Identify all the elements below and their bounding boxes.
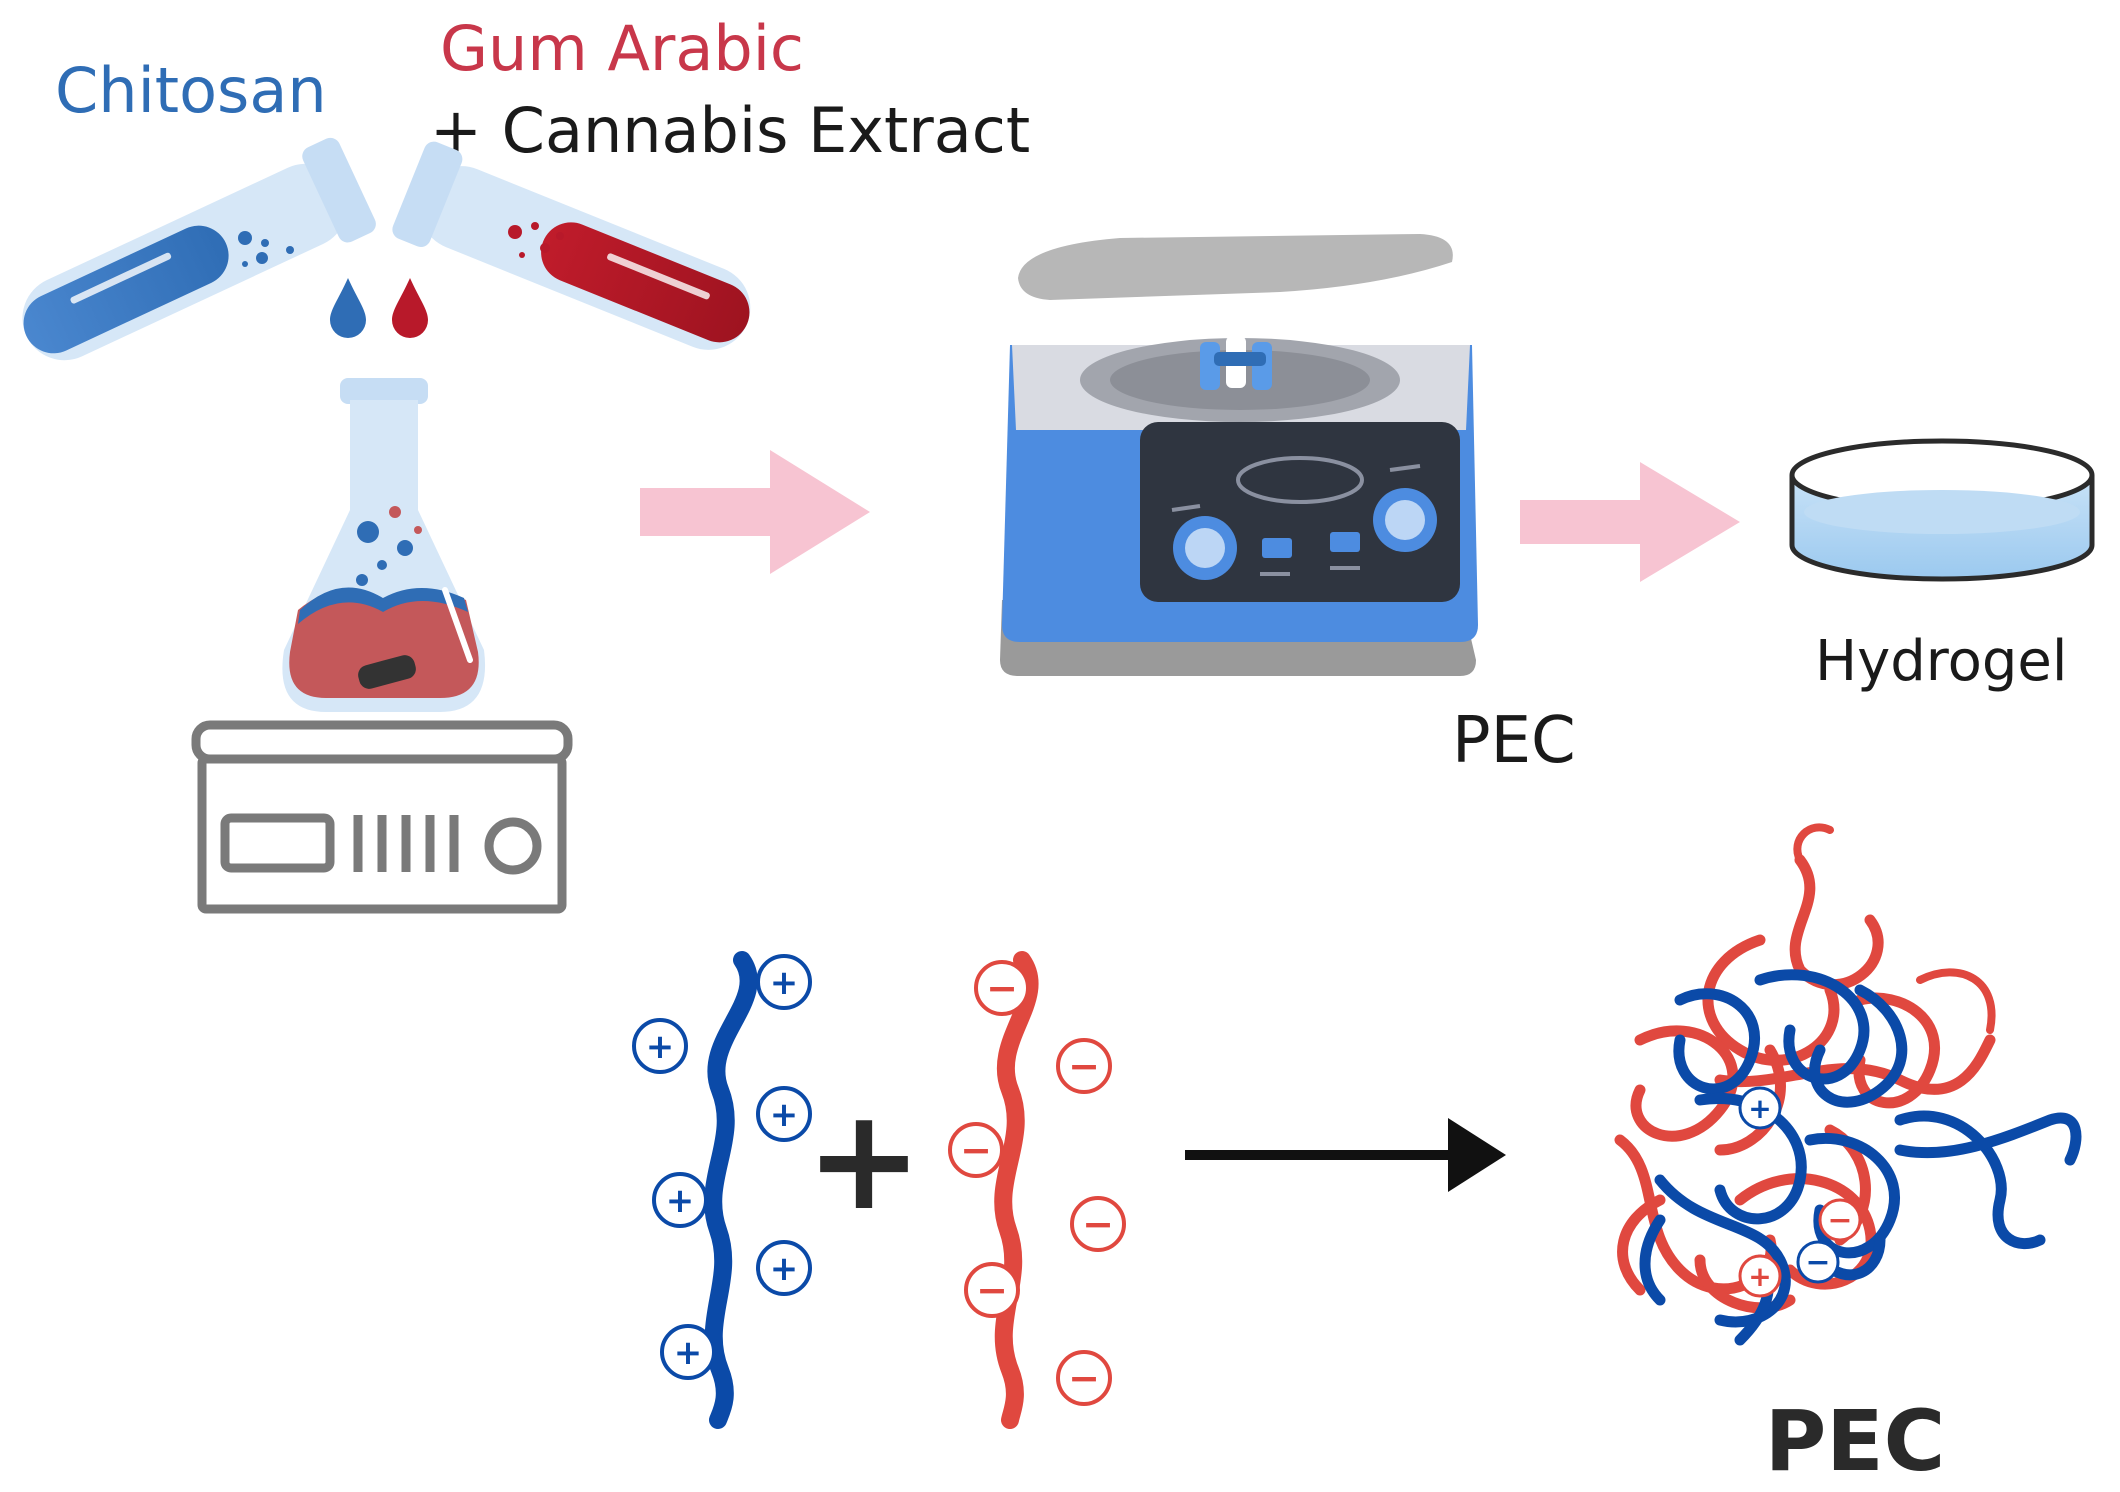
svg-text:+: + (770, 1095, 799, 1135)
positive-charge-6: + (660, 1324, 716, 1380)
flow-arrow-2 (1520, 462, 1740, 582)
negative-polymer-chain (994, 951, 1039, 1429)
svg-text:+: + (674, 1333, 703, 1373)
svg-text:−: − (976, 1268, 1008, 1312)
negative-charge-1: − (974, 960, 1030, 1016)
negative-charge-2: − (1056, 1038, 1112, 1094)
pec-complex-tangle (1614, 823, 2082, 1346)
svg-text:−: − (1827, 1203, 1852, 1238)
cannabis-extract-label: + Cannabis Extract (430, 94, 1030, 167)
svg-text:+: + (646, 1027, 675, 1067)
pec-negative-charge-1: − (1818, 1198, 1862, 1242)
svg-text:+: + (770, 963, 799, 1003)
svg-text:+: + (770, 1249, 799, 1289)
petri-dish-icon (1789, 438, 2095, 582)
pec-negative-charge-2: − (1796, 1240, 1840, 1284)
pec-complex-charges: + − − + (1738, 1086, 1862, 1298)
pec-positive-charge-2: + (1738, 1254, 1782, 1298)
svg-text:−: − (960, 1128, 992, 1172)
chitosan-label: Chitosan (55, 54, 327, 127)
svg-text:−: − (1082, 1202, 1114, 1246)
positive-charges: + + + + + + (632, 954, 812, 1380)
chitosan-test-tube-icon (22, 137, 376, 361)
gum-arabic-test-tube-icon (392, 141, 751, 350)
flow-arrow-1 (640, 450, 870, 574)
svg-text:−: − (1068, 1356, 1100, 1400)
svg-text:+: + (1748, 1260, 1771, 1293)
centrifuge-icon (1000, 234, 1478, 676)
svg-text:−: − (986, 966, 1018, 1010)
negative-charges: − − − − − − (948, 960, 1126, 1406)
negative-charge-3: − (948, 1122, 1004, 1178)
positive-charge-1: + (756, 954, 812, 1010)
plus-sign: + (805, 1079, 922, 1242)
erlenmeyer-flask-icon (282, 378, 486, 712)
hydrogel-label: Hydrogel (1815, 629, 2067, 694)
pec-centrifuge-label: PEC (1452, 704, 1576, 778)
positive-charge-2: + (632, 1018, 688, 1074)
positive-charge-4: + (652, 1172, 708, 1228)
svg-text:−: − (1805, 1245, 1830, 1280)
positive-charge-3: + (756, 1086, 812, 1142)
hot-plate-stirrer-icon (191, 720, 573, 914)
positive-charge-5: + (756, 1240, 812, 1296)
chitosan-drop-icon (330, 278, 366, 338)
svg-text:+: + (1748, 1092, 1771, 1125)
gum-arabic-drop-icon (392, 278, 428, 338)
negative-charge-6: − (1056, 1350, 1112, 1406)
positive-polymer-chain (704, 951, 758, 1429)
negative-charge-4: − (1070, 1196, 1126, 1252)
svg-text:+: + (666, 1181, 695, 1221)
svg-text:−: − (1068, 1044, 1100, 1088)
reaction-arrow (1185, 1118, 1506, 1192)
negative-charge-5: − (964, 1262, 1020, 1318)
gum-arabic-label: Gum Arabic (440, 12, 804, 85)
pec-positive-charge-1: + (1738, 1086, 1782, 1130)
pec-complex-label: PEC (1765, 1392, 1946, 1490)
